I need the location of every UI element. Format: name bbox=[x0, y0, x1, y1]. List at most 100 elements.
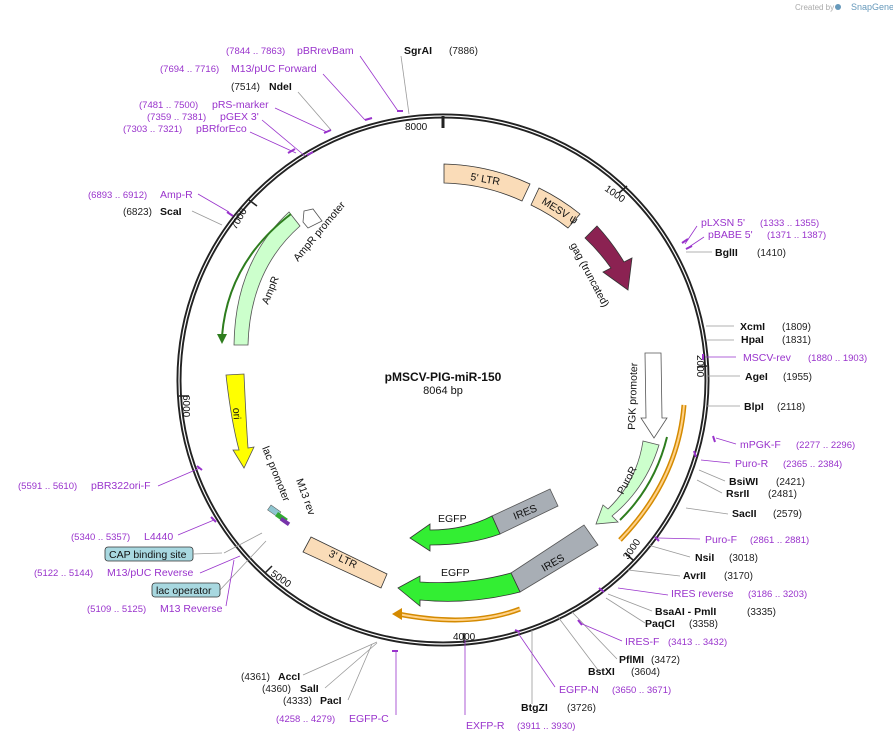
primer-pbabe5[interactable]: pBABE 5' bbox=[708, 229, 753, 241]
primer-pbrrevbam[interactable]: pBRrevBam bbox=[297, 45, 354, 57]
site-xcmi[interactable]: XcmI bbox=[740, 321, 765, 333]
site-pflmi[interactable]: PflMI bbox=[619, 654, 644, 666]
site-leaders bbox=[191, 55, 740, 704]
site-bglii[interactable]: BglII bbox=[715, 247, 738, 259]
primer-plxsn5[interactable]: pLXSN 5' bbox=[701, 217, 745, 229]
egfp1-feature[interactable] bbox=[409, 515, 501, 552]
primer-mscv-rev-pos: (1880 .. 1903) bbox=[808, 353, 867, 364]
site-btgzi[interactable]: BtgZI bbox=[521, 702, 548, 714]
primer-prs-marker[interactable]: pRS-marker bbox=[212, 99, 269, 111]
site-paci[interactable]: PacI bbox=[320, 695, 342, 707]
site-paqci[interactable]: PaqCI bbox=[645, 618, 675, 630]
site-agei-pos: (1955) bbox=[783, 372, 812, 383]
primer-egfp-n-pos: (3650 .. 3671) bbox=[612, 685, 671, 696]
ampr-feature[interactable] bbox=[233, 211, 301, 346]
primer-egfp-c[interactable]: EGFP-C bbox=[349, 713, 389, 725]
site-rsrii[interactable]: RsrII bbox=[726, 488, 749, 500]
site-paqci-pos: (3358) bbox=[689, 619, 718, 630]
primer-ampr[interactable]: Amp-R bbox=[160, 189, 193, 201]
primer-puro-f-pos: (2861 .. 2881) bbox=[750, 535, 809, 546]
site-avrii-pos: (3170) bbox=[724, 571, 753, 582]
primer-m13puc-rev[interactable]: M13/pUC Reverse bbox=[107, 567, 194, 579]
site-pflmi-pos: (3472) bbox=[651, 655, 680, 666]
primer-plxsn5-pos: (1333 .. 1355) bbox=[760, 218, 819, 229]
site-agei[interactable]: AgeI bbox=[745, 371, 768, 383]
lac-operator-box[interactable] bbox=[151, 582, 221, 598]
tick-7000: 7000 bbox=[229, 206, 250, 231]
site-ndei[interactable]: NdeI bbox=[269, 81, 292, 93]
gag-feature[interactable] bbox=[584, 225, 633, 291]
site-sali[interactable]: SalI bbox=[300, 683, 319, 695]
primer-pbr322ori-f-pos: (5591 .. 5610) bbox=[18, 481, 77, 492]
m13rev-label: M13 rev bbox=[293, 477, 318, 517]
primer-pbabe5-pos: (1371 .. 1387) bbox=[767, 230, 826, 241]
ori-label: ori bbox=[230, 407, 243, 419]
primer-egfp-n[interactable]: EGFP-N bbox=[559, 684, 599, 696]
primer-pbrforeco[interactable]: pBRforEco bbox=[196, 123, 247, 135]
plasmid-size: 8064 bp bbox=[423, 385, 463, 397]
site-bsaai-pmli[interactable]: BsaAI - PmlI bbox=[655, 606, 716, 618]
primer-l4440[interactable]: L4440 bbox=[144, 531, 173, 543]
ampr-arrowhead bbox=[217, 334, 227, 344]
primer-l4440-pos: (5340 .. 5357) bbox=[71, 532, 130, 543]
primer-pbrrevbam-pos: (7844 .. 7863) bbox=[226, 46, 285, 57]
m13rev-mark[interactable] bbox=[279, 517, 291, 527]
tick-2000: 2000 bbox=[694, 355, 705, 378]
site-bglii-pos: (1410) bbox=[757, 248, 786, 259]
site-bstxi[interactable]: BstXI bbox=[588, 666, 615, 678]
ticks bbox=[179, 116, 708, 643]
site-acci[interactable]: AccI bbox=[278, 671, 300, 683]
primer-m13puc-fwd-pos: (7694 .. 7716) bbox=[160, 64, 219, 75]
primer-ampr-pos: (6893 .. 6912) bbox=[88, 190, 147, 201]
primer-ires-f[interactable]: IRES-F bbox=[625, 636, 659, 648]
primer-pbr322ori-f[interactable]: pBR322ori-F bbox=[91, 480, 151, 492]
site-blpi[interactable]: BlpI bbox=[744, 401, 764, 413]
site-scai[interactable]: ScaI bbox=[160, 206, 182, 218]
primer-m13puc-fwd[interactable]: M13/pUC Forward bbox=[231, 63, 317, 75]
site-hpai[interactable]: HpaI bbox=[741, 334, 764, 346]
egfp1-label: EGFP bbox=[438, 513, 467, 525]
primer-mpgk-f[interactable]: mPGK-F bbox=[740, 439, 781, 451]
primer-pbrforeco-pos: (7303 .. 7321) bbox=[123, 124, 182, 135]
site-bstxi-pos: (3604) bbox=[631, 667, 660, 678]
primer-m13-reverse[interactable]: M13 Reverse bbox=[160, 603, 223, 615]
ltr5-label: 5' LTR bbox=[469, 171, 501, 188]
egfp2-label: EGFP bbox=[441, 567, 470, 579]
tick-mark-1000 bbox=[618, 185, 628, 194]
primer-puro-r[interactable]: Puro-R bbox=[735, 458, 769, 470]
site-hpai-pos: (1831) bbox=[782, 335, 811, 346]
egfp-orf-arc-inner bbox=[397, 608, 521, 621]
puro-inner-line bbox=[619, 436, 668, 521]
primer-exfp-r-pos: (3911 .. 3930) bbox=[517, 721, 575, 732]
primer-puro-r-pos: (2365 .. 2384) bbox=[783, 459, 842, 470]
mesv-feature[interactable] bbox=[530, 187, 581, 229]
primer-exfp-r[interactable]: EXFP-R bbox=[466, 720, 505, 732]
primer-puro-f[interactable]: Puro-F bbox=[705, 534, 737, 546]
site-sali-pos: (4360) bbox=[262, 684, 291, 695]
site-bsaai-pmli-pos: (3335) bbox=[747, 607, 776, 618]
pgk-feature[interactable] bbox=[640, 352, 668, 439]
site-avrii[interactable]: AvrII bbox=[683, 570, 706, 582]
lac-label: lac promoter bbox=[259, 445, 292, 504]
primer-ires-reverse[interactable]: IRES reverse bbox=[671, 588, 734, 600]
site-sacii[interactable]: SacII bbox=[732, 508, 757, 520]
site-nsii[interactable]: NsiI bbox=[695, 552, 714, 564]
primer-ires-reverse-pos: (3186 .. 3203) bbox=[748, 589, 807, 600]
amprprom-feature[interactable] bbox=[302, 208, 323, 229]
ori-feature[interactable] bbox=[225, 373, 255, 469]
site-bsiwi[interactable]: BsiWI bbox=[729, 476, 758, 488]
egfp2-feature[interactable] bbox=[397, 572, 521, 607]
puro-feature[interactable] bbox=[595, 440, 660, 525]
site-sgrai-pos: (7886) bbox=[449, 46, 478, 57]
primer-pgex3[interactable]: pGEX 3' bbox=[220, 111, 259, 123]
puro-orf-arc-inner bbox=[619, 404, 685, 541]
tick-mark-7000 bbox=[248, 199, 258, 207]
ltr3-feature[interactable] bbox=[302, 536, 388, 589]
ampr-label: AmpR bbox=[260, 274, 282, 306]
primer-mscv-rev[interactable]: MSCV-rev bbox=[743, 352, 792, 364]
site-sgrai[interactable]: SgrAI bbox=[404, 45, 432, 57]
ampr-inner-line bbox=[221, 213, 292, 337]
tick-8000: 8000 bbox=[405, 122, 428, 133]
ltr5-feature[interactable] bbox=[443, 163, 531, 202]
